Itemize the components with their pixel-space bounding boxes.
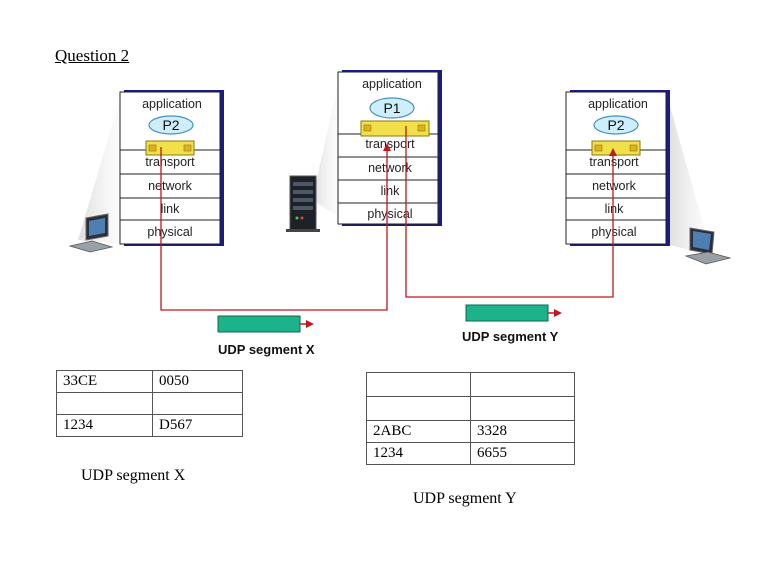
right-layer-physical: physical	[591, 225, 636, 239]
right-host-beam	[666, 92, 712, 256]
left-host-beam	[78, 92, 122, 244]
table-row: 2ABC 3328	[366, 420, 575, 443]
table-cell: D567	[152, 414, 243, 437]
table-cell: 2ABC	[366, 420, 471, 443]
table-cell	[56, 392, 153, 415]
table-cell	[470, 396, 575, 421]
table-row: 33CE 0050	[56, 370, 243, 393]
left-layer-link: link	[161, 202, 181, 216]
server-icon	[286, 175, 320, 232]
left-process-label: P2	[162, 117, 179, 133]
right-layer-link: link	[605, 202, 625, 216]
right-layer-application: application	[588, 97, 648, 111]
path-y	[405, 126, 617, 298]
table-cell: 33CE	[56, 370, 153, 393]
middle-layer-network: network	[368, 161, 413, 175]
table-row	[56, 392, 243, 415]
right-host: application P2 transport network link ph…	[565, 90, 732, 265]
udp-table-x: 33CE 0050 1234 D567	[56, 370, 243, 437]
middle-layer-transport: transport	[365, 137, 415, 151]
table-row	[366, 372, 575, 397]
table-cell	[366, 396, 471, 421]
right-layer-network: network	[592, 179, 637, 193]
right-process-label: P2	[607, 117, 624, 133]
middle-host-beam	[312, 84, 338, 216]
segment-y: UDP segment Y	[462, 304, 562, 344]
udp-table-y: 2ABC 3328 1234 6655	[366, 372, 575, 465]
middle-socket	[360, 120, 430, 137]
right-layer-transport: transport	[589, 155, 639, 169]
left-layer-physical: physical	[147, 225, 192, 239]
table-cell: 1234	[366, 442, 471, 465]
middle-layer-application: application	[362, 77, 422, 91]
table-cell	[470, 372, 575, 397]
path-x	[160, 143, 391, 311]
table-cell: 6655	[470, 442, 575, 465]
middle-process-ellipse	[369, 97, 415, 119]
segment-x: UDP segment X	[217, 315, 315, 357]
table-cell: 3328	[470, 420, 575, 443]
laptop-icon	[68, 213, 114, 253]
table-cell	[152, 392, 243, 415]
laptop-icon-right	[684, 227, 732, 265]
table-cell: 1234	[56, 414, 153, 437]
middle-host: application P1 transport network link ph…	[286, 70, 442, 232]
table-y-caption: UDP segment Y	[413, 490, 517, 507]
left-layer-network: network	[148, 179, 193, 193]
left-host: application P2 transport network link ph…	[68, 90, 224, 253]
segment-x-label: UDP segment X	[218, 342, 315, 357]
table-row	[366, 396, 575, 421]
right-process-ellipse	[593, 115, 639, 135]
left-process-ellipse	[148, 115, 194, 135]
table-row: 1234 D567	[56, 414, 243, 437]
table-cell: 0050	[152, 370, 243, 393]
table-cell	[366, 372, 471, 397]
table-x-caption: UDP segment X	[81, 467, 186, 484]
middle-layer-link: link	[381, 184, 401, 198]
left-layer-application: application	[142, 97, 202, 111]
middle-process-label: P1	[383, 100, 400, 116]
table-row: 1234 6655	[366, 442, 575, 465]
question-title: Question 2	[55, 46, 130, 65]
segment-y-label: UDP segment Y	[462, 329, 559, 344]
left-socket	[145, 140, 195, 156]
middle-layer-physical: physical	[367, 207, 412, 221]
left-layer-transport: transport	[145, 155, 195, 169]
